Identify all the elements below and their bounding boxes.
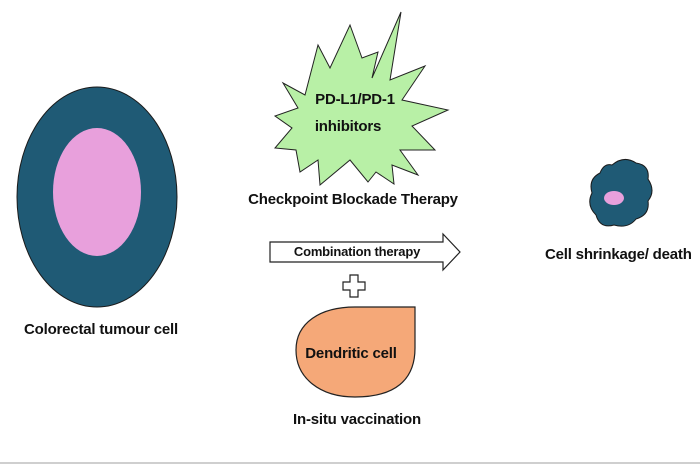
label-combination: Combination therapy [293,244,421,259]
plus-icon [342,274,366,298]
footer-divider [0,462,700,464]
shrunken-cell [589,159,653,227]
label-dendritic-cell: Dendritic cell [305,345,397,362]
label-inhibitor-line2: inhibitors [314,118,382,135]
shrunken-cell-outer [589,159,653,227]
right-arrow-icon [269,232,461,272]
label-tumour-cell: Colorectal tumour cell [24,321,178,338]
label-checkpoint: Checkpoint Blockade Therapy [248,191,458,208]
label-outcome: Cell shrinkage/ death [545,246,692,263]
dendritic-cell-shape [295,306,416,398]
label-vaccination: In-situ vaccination [293,411,421,428]
inhibitor-burst [273,11,450,187]
tumour-cell-nucleus [53,128,141,256]
tumour-cell [16,86,178,308]
label-inhibitor-line1: PD-L1/PD-1 [315,91,395,108]
shrunken-cell-nucleus [604,191,624,205]
